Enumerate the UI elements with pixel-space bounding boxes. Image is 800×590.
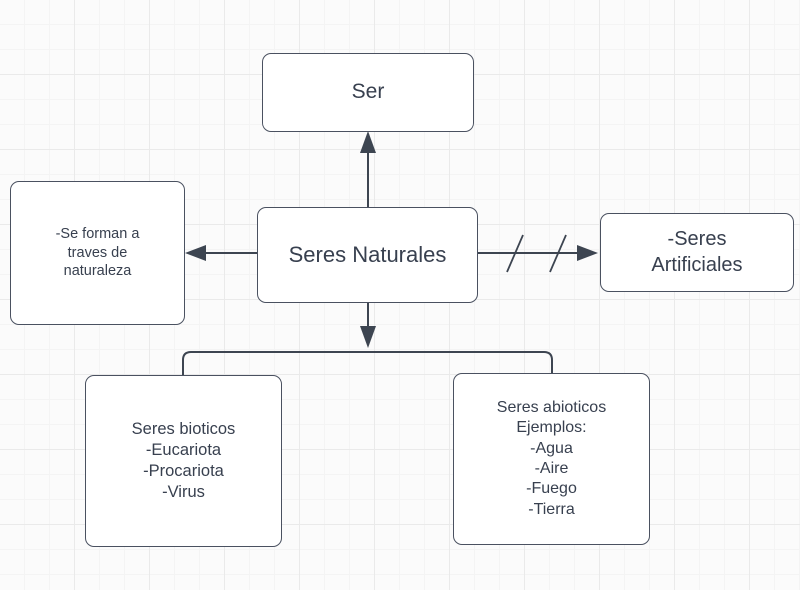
slash-mark-1 (506, 234, 524, 273)
node-seres-naturales[interactable]: Seres Naturales (257, 207, 478, 303)
edge-naturales-to-bottom-branch (360, 303, 376, 348)
slash-mark-2 (549, 234, 567, 273)
node-seres-artificiales[interactable]: -Seres Artificiales (600, 213, 794, 292)
edge-bracket-split (182, 351, 553, 375)
node-seres-abioticos[interactable]: Seres abioticos Ejemplos: -Agua -Aire -F… (453, 373, 650, 545)
edge-naturales-to-formacion (185, 245, 257, 261)
edge-naturales-to-ser (360, 131, 376, 207)
node-ser[interactable]: Ser (262, 53, 474, 132)
node-formacion-naturaleza[interactable]: -Se forman a traves de naturaleza (10, 181, 185, 325)
node-seres-bioticos[interactable]: Seres bioticos -Eucariota -Procariota -V… (85, 375, 282, 547)
edge-naturales-to-artificiales (478, 234, 598, 273)
